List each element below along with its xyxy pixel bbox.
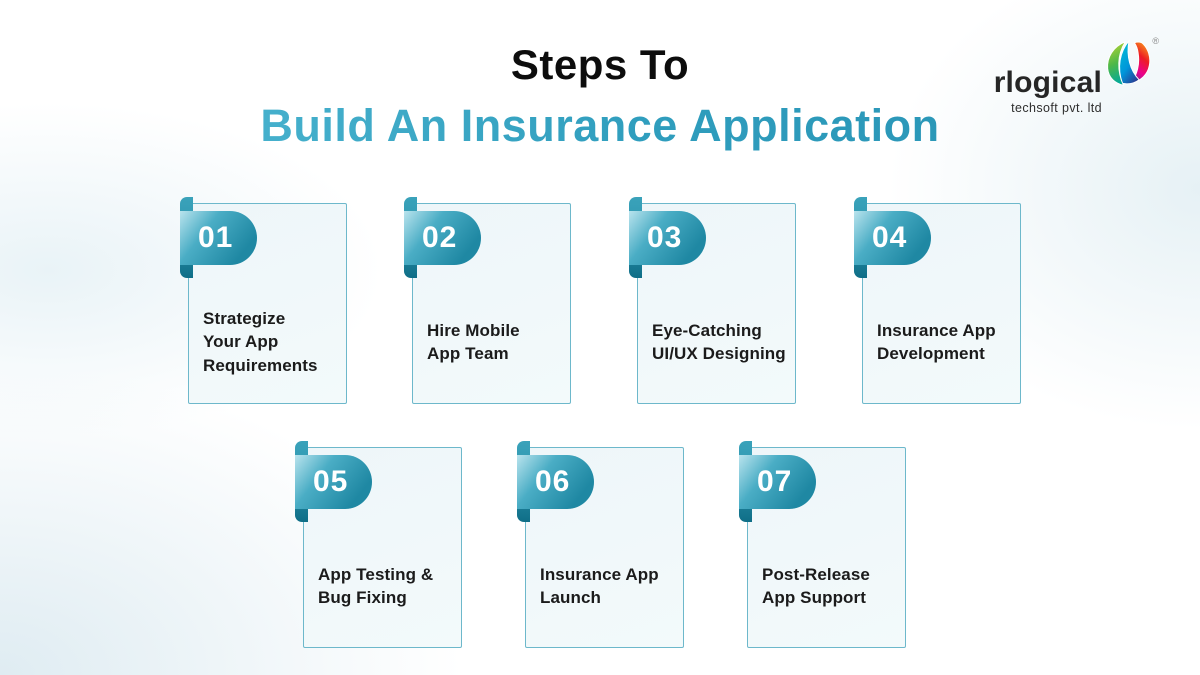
step-label: Insurance App Development [877, 320, 996, 364]
title-line-1: Steps To [510, 41, 690, 88]
step-card-6: 06 Insurance App Launch [517, 441, 684, 648]
title-line-2: Build An Insurance Application [0, 101, 1200, 151]
page-header: Steps To Build An Insurance Application [0, 41, 1200, 151]
registered-trademark-symbol: ® [1152, 36, 1159, 46]
step-card-7: 07 Post-Release App Support [739, 441, 906, 648]
step-label: Hire Mobile App Team [427, 320, 520, 364]
step-card-5: 05 App Testing & Bug Fixing [295, 441, 462, 648]
step-card-2: 02 Hire Mobile App Team [404, 197, 571, 404]
step-number-badge: 03 [629, 211, 706, 265]
step-number-badge: 02 [404, 211, 481, 265]
step-number-badge: 04 [854, 211, 931, 265]
step-label: Eye-Catching UI/UX Designing [652, 320, 786, 364]
step-number-badge: 05 [295, 455, 372, 509]
step-card-1: 01 Strategize Your App Requirements [180, 197, 347, 404]
step-card-3: 03 Eye-Catching UI/UX Designing [629, 197, 796, 404]
leaf-icon [1107, 39, 1151, 86]
step-number-badge: 01 [180, 211, 257, 265]
logo-company-subtitle: techsoft pvt. ltd [1011, 101, 1102, 115]
logo-mark: ® [1104, 36, 1159, 95]
step-label: Insurance App Launch [540, 564, 659, 608]
step-number-badge: 07 [739, 455, 816, 509]
logo-company-name: rlogical [993, 66, 1102, 99]
company-logo: rlogical techsoft pvt. ltd [993, 36, 1159, 116]
step-card-4: 04 Insurance App Development [854, 197, 1021, 404]
step-label: App Testing & Bug Fixing [318, 564, 434, 608]
logo-text-block: rlogical techsoft pvt. ltd [993, 66, 1102, 116]
step-label: Strategize Your App Requirements [203, 308, 318, 375]
step-label: Post-Release App Support [762, 564, 870, 608]
step-number-badge: 06 [517, 455, 594, 509]
